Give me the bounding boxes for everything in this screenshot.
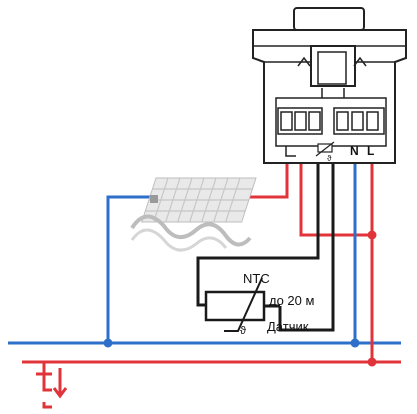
mains-lines (8, 341, 401, 364)
ground-icon (36, 360, 68, 409)
mat-live-wire (242, 163, 289, 199)
mat-neutral-wire (106, 195, 152, 343)
thermostat-loop-live-wire (299, 163, 372, 237)
sensor-wire-1 (196, 163, 320, 307)
thermostat-sensor-symbol: ϑ (327, 154, 332, 163)
ntc-thermistor-icon (204, 277, 282, 332)
sensor-wire-2 (278, 163, 335, 332)
heating-mat-icon (130, 177, 257, 252)
terminal-l-label: L (367, 144, 374, 158)
thermostat-device-icon (252, 7, 407, 164)
neutral-junction-left (103, 338, 113, 348)
live-junction-loop (367, 230, 377, 240)
sensor-distance-label: до 20 м (269, 293, 314, 308)
terminal-n-label: N (350, 144, 359, 158)
sensor-name-label: Датчик (267, 319, 309, 334)
live-junction-bus (367, 357, 377, 367)
sensor-theta-symbol: ϑ (240, 325, 246, 337)
neutral-junction-right (350, 338, 360, 348)
junction-dots (103, 230, 377, 367)
sensor-type-label: NTC (243, 271, 270, 286)
heating-mat-wiring (106, 163, 289, 343)
thermostat-wiring (196, 163, 374, 362)
